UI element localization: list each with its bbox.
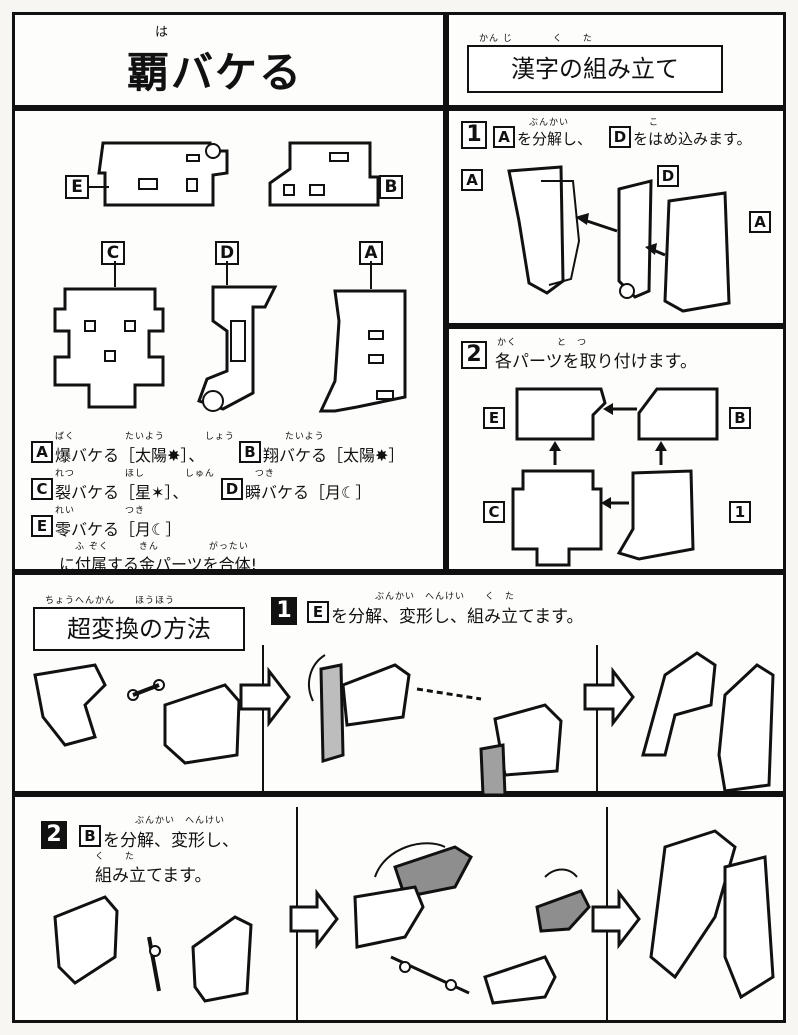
transform-step1-ruby: ぶんかい へんけい く た: [375, 592, 516, 602]
note2-ruby: れつ ほし しゅん つき: [55, 469, 275, 479]
transform-step2-text2: 組み立てます。: [95, 866, 212, 886]
assembly-step2-panel: 2 かく と つ 各パーツを取り付けます。 E B C 1: [446, 326, 786, 572]
note4-text: に付属する金パーツを合体!: [59, 555, 258, 574]
transform-title: 超変換の方法: [33, 607, 245, 651]
part-label-c: C: [101, 241, 125, 265]
transform-step1-number: 1: [271, 597, 297, 625]
step2-label-b: B: [729, 407, 751, 429]
transform-step1-drawing: [33, 645, 775, 797]
step1-label-a-right: A: [749, 211, 771, 233]
part-e-drawing: [97, 141, 229, 207]
note1-text-b: 翔バケる［太陽✸］: [263, 446, 405, 465]
parts-panel: E B C D A: [12, 108, 446, 574]
transform-title-ruby: ちょうへんかん ほうほう: [45, 596, 176, 606]
assembly-title-ruby: かん じ く た: [479, 34, 593, 44]
step2-label-e: E: [483, 407, 505, 429]
step2-label-c: C: [483, 501, 505, 523]
part-label-b: B: [379, 175, 403, 199]
note1-part-a: A: [31, 441, 53, 463]
transform-step1-text: を分解、変形し、組み立てます。: [331, 607, 584, 627]
page-title: 覇バケる: [127, 48, 304, 97]
step2-text: 各パーツを取り付けます。: [495, 352, 697, 372]
step1-text2: をはめ込みます。: [633, 130, 752, 148]
step1-text1: を分解し、: [517, 130, 593, 148]
transform-step2-ruby: ぶんかい へんけい: [135, 816, 226, 826]
note3-ruby: れい つき: [55, 506, 146, 516]
step2-label-1: 1: [729, 501, 751, 523]
part-a-drawing: [318, 261, 407, 413]
step1-part-a: A: [493, 126, 515, 148]
step1-ruby: ぶんかい こ: [529, 118, 660, 128]
part-label-e: E: [65, 175, 89, 199]
note1-text-a: 爆バケる［太陽✸］、: [55, 446, 205, 465]
note2-part-d: D: [221, 478, 243, 500]
step1-label-d: D: [657, 165, 679, 187]
note2-text-c: 裂バケる［星✶］、: [55, 483, 189, 502]
transform-step2-drawing: [53, 807, 775, 1021]
step2-assembly-drawing: [511, 387, 719, 567]
step1-assembly-drawing: [507, 165, 731, 313]
transform-step2-panel: 2 ぶんかい へんけい B を分解、変形し、 く た 組み立てます。: [12, 794, 786, 1023]
note3-part-e: E: [31, 515, 53, 537]
transform-step1-panel: ちょうへんかん ほうほう 超変換の方法 1 ぶんかい へんけい く た E を分…: [12, 572, 786, 797]
transform-step1-part-e: E: [307, 601, 329, 623]
step2-ruby: かく と つ: [497, 338, 588, 348]
title-ruby: は: [155, 25, 170, 40]
assembly-step1-panel: 1 ぶんかい こ A を分解し、 D をはめ込みます。 A D A: [446, 108, 786, 326]
transform-step2-ruby2: く た: [95, 852, 136, 862]
step2-number: 2: [461, 341, 487, 369]
note1-ruby: ばく たいよう しょう たいよう: [55, 432, 325, 442]
assembly-title-panel: かん じ く た 漢字の組み立て: [446, 12, 786, 108]
note2-part-c: C: [31, 478, 53, 500]
part-c-drawing: [53, 261, 165, 409]
note1-part-b: B: [239, 441, 261, 463]
transform-step2-part-b: B: [79, 825, 101, 847]
part-b-drawing: [268, 141, 380, 207]
note2-text-d: 瞬バケる［月☾］: [245, 483, 372, 502]
part-d-drawing: [197, 261, 278, 412]
title-panel: は 覇バケる: [12, 12, 446, 108]
assembly-title: 漢字の組み立て: [467, 45, 723, 93]
step1-label-a-left: A: [461, 169, 483, 191]
step1-number: 1: [461, 121, 487, 149]
note3-text-e: 零バケる［月☾］: [55, 520, 182, 539]
step1-part-d: D: [609, 126, 631, 148]
note4-ruby: ふ ぞく きん がったい: [75, 542, 249, 552]
transform-step2-text1: を分解、変形し、: [103, 831, 239, 851]
transform-step2-number: 2: [41, 821, 67, 849]
